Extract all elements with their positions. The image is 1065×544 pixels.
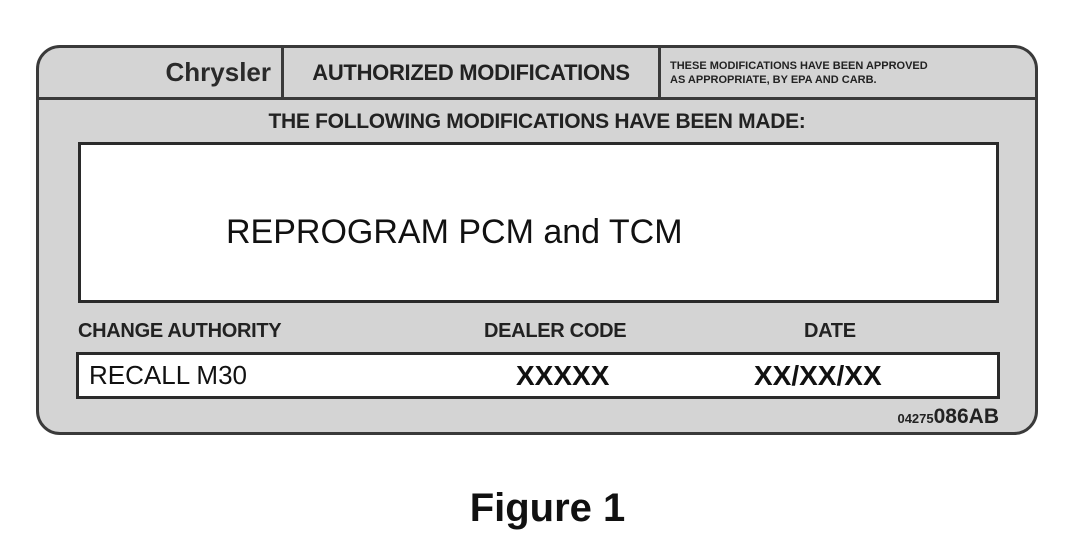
part-number: 04275086AB [897,405,999,429]
brand-name: Chrysler [39,48,284,97]
dealer-code-value: XXXXX [516,360,610,391]
label-title: AUTHORIZED MODIFICATIONS [284,48,661,97]
label-header: Chrysler AUTHORIZED MODIFICATIONS THESE … [39,48,1035,100]
modification-label-card: Chrysler AUTHORIZED MODIFICATIONS THESE … [36,45,1038,435]
modifications-box: REPROGRAM PCM and TCM [78,142,999,303]
dealer-code-label: DEALER CODE [484,320,627,342]
approval-note-line-2: AS APPROPRIATE, BY EPA AND CARB. [670,73,877,86]
change-authority-value: RECALL M30 [89,360,247,390]
modifications-heading: THE FOLLOWING MODIFICATIONS HAVE BEEN MA… [268,110,806,133]
date-value: XX/XX/XX [754,360,882,391]
figure-caption: Figure 1 [469,486,626,530]
date-label: DATE [804,320,856,342]
part-number-prefix: 04275 [897,411,934,426]
part-number-suffix: 086AB [933,405,999,428]
approval-note-line-1: THESE MODIFICATIONS HAVE BEEN APPROVED [670,59,928,72]
change-authority-label: CHANGE AUTHORITY [78,320,282,342]
modifications-text: REPROGRAM PCM and TCM [226,213,683,251]
values-box: RECALL M30 XXXXX XX/XX/XX [76,352,1000,399]
approval-note: THESE MODIFICATIONS HAVE BEEN APPROVED A… [661,48,1035,97]
